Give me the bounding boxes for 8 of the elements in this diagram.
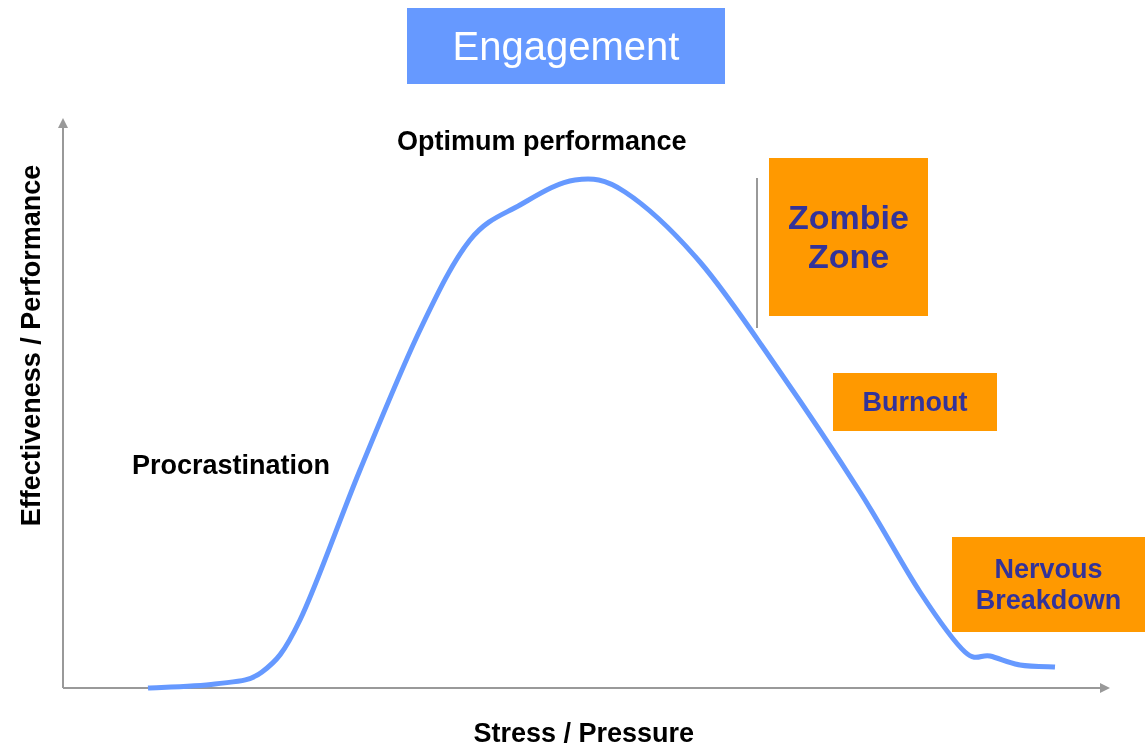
region-label: Procrastination — [132, 450, 331, 481]
peak-label: Optimum performance — [397, 126, 687, 157]
axis-title: Stress / Pressure — [473, 717, 695, 746]
zone-box: Burnout — [833, 373, 997, 431]
zone-box: Nervous Breakdown — [952, 537, 1145, 632]
zone-box: Zombie Zone — [769, 158, 928, 316]
axis-title: Effectiveness / Performance — [16, 164, 48, 526]
title-box: Engagement — [407, 8, 725, 84]
